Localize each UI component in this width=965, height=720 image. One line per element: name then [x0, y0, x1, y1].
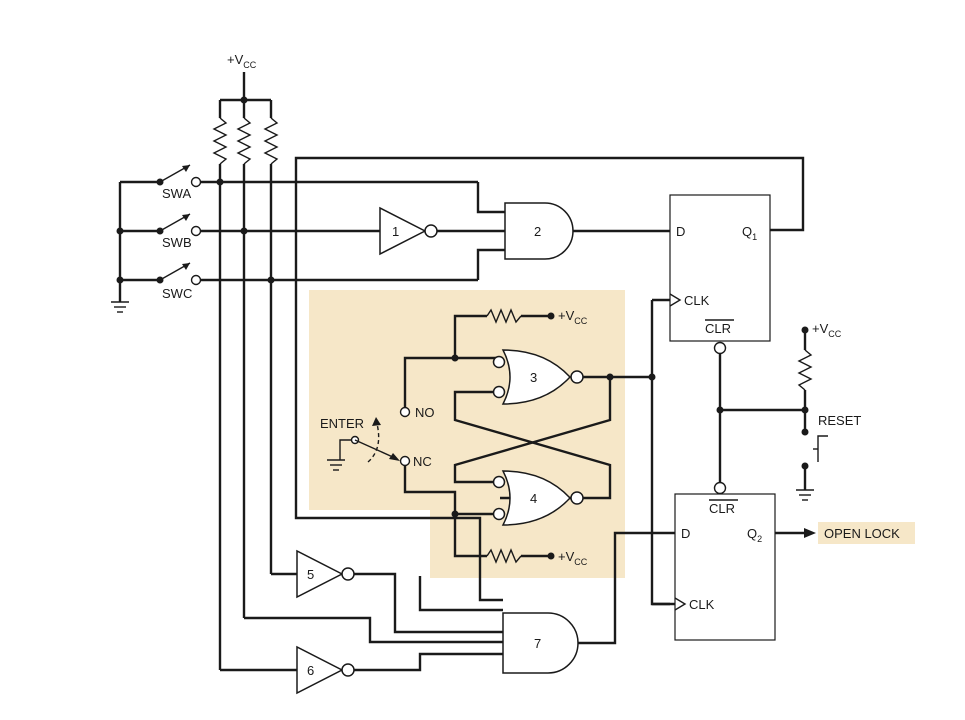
inverter-gate-1: 1	[379, 206, 438, 256]
gate-3-label: 3	[530, 370, 537, 385]
nc-label: NC	[413, 454, 432, 469]
latch-top-vcc-label: +VCC	[558, 308, 588, 326]
reset-circuit: +VCC RESET	[716, 321, 861, 501]
ff1-clr-label: CLR	[705, 321, 731, 336]
inverter-gate-6: 6	[296, 645, 355, 695]
gate-5-label: 5	[307, 567, 314, 582]
q1-feedback-wire	[294, 156, 805, 602]
pullup-resistor-a	[212, 117, 228, 165]
ground-symbol-switches	[111, 301, 129, 313]
swc-label: SWC	[162, 286, 192, 301]
switch-swc[interactable]: SWC	[116, 262, 202, 301]
open-lock-highlight	[818, 522, 915, 544]
enter-label: ENTER	[320, 416, 364, 431]
latch-top-pullup: +VCC	[453, 308, 588, 358]
ff1-q-label: Q1	[742, 224, 757, 242]
gate-6-label: 6	[307, 663, 314, 678]
swb-label: SWB	[162, 235, 192, 250]
no-label: NO	[415, 405, 435, 420]
latch-highlight-region	[309, 290, 625, 578]
nor-gate-4: 4	[492, 470, 584, 526]
latch-bottom-pullup: +VCC	[453, 514, 588, 567]
d-flip-flop-1: D Q1 CLK CLR	[669, 194, 771, 355]
switch-swb[interactable]: SWB	[116, 213, 202, 250]
enter-nc-terminal	[399, 455, 411, 467]
inverter-gate-5: 5	[296, 549, 355, 599]
vcc-top-label: +VCC	[227, 52, 257, 70]
reset-vcc-label: +VCC	[812, 321, 842, 339]
ff2-q-label: Q2	[747, 526, 762, 544]
and-gate-2: 2	[504, 202, 574, 260]
ff1-d-label: D	[676, 224, 685, 239]
ff2-d-label: D	[681, 526, 690, 541]
open-lock-arrow	[804, 528, 816, 538]
enter-switch[interactable]: ENTER	[320, 416, 400, 471]
latch-bottom-vcc-label: +VCC	[558, 549, 588, 567]
nor-gate-3: 3	[492, 349, 584, 405]
d-flip-flop-2: CLR D Q2 CLK	[674, 481, 776, 641]
swa-label: SWA	[162, 186, 191, 201]
switch-swa[interactable]: SWA	[120, 164, 202, 201]
gate-2-label: 2	[534, 224, 541, 239]
ff2-clr-label: CLR	[709, 501, 735, 516]
gate-7-label: 7	[534, 636, 541, 651]
vcc-top-supply: +VCC	[218, 52, 273, 118]
enter-no-terminal	[399, 406, 411, 418]
open-lock-label: OPEN LOCK	[824, 526, 900, 541]
and-gate-7: 7	[502, 612, 579, 674]
reset-label: RESET	[818, 413, 861, 428]
pullup-resistor-b	[236, 117, 252, 165]
ff2-clk-label: CLK	[689, 597, 715, 612]
pullup-resistor-c	[263, 117, 279, 165]
ff1-clk-label: CLK	[684, 293, 710, 308]
gate-4-label: 4	[530, 491, 537, 506]
gate-1-label: 1	[392, 224, 399, 239]
